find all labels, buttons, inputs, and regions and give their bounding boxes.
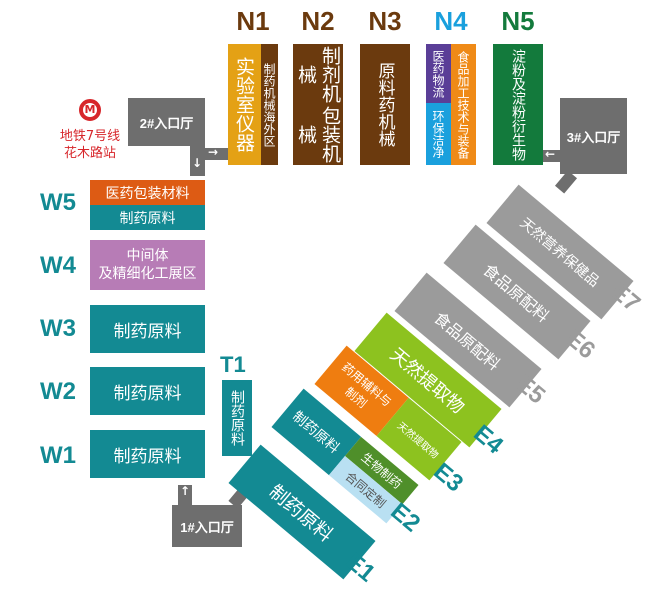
hall-n2-zone-formulation: 制剂机械 — [295, 45, 341, 103]
arrow-up-icon: ↑ — [180, 484, 191, 498]
hall-n1-zone-lab-instruments[interactable]: 实验室仪器 — [228, 44, 261, 165]
hall-n3-zone-api-machinery[interactable]: 原料药机械 — [360, 44, 410, 165]
arrow-left-icon: ← — [545, 147, 556, 161]
entrance-1-corridor — [178, 485, 192, 505]
hall-n4-zone-logistics[interactable]: 医药物流 — [426, 44, 451, 103]
entrance-3-hall[interactable]: 3#入口厅 — [560, 98, 627, 174]
metro-station-label: 地铁7号线 花木路站 — [50, 128, 130, 162]
entrance-2-corridor — [190, 146, 205, 176]
hall-n4-zone-clean[interactable]: 环保洁净 — [426, 103, 451, 165]
hall-label-w1: W1 — [40, 442, 76, 469]
hall-n2[interactable]: 包装机械 制剂机械 — [293, 44, 343, 165]
hall-label-w4: W4 — [40, 252, 76, 279]
hall-label-n3: N3 — [368, 6, 402, 36]
entrance-2-hall[interactable]: 2#入口厅 — [128, 98, 205, 146]
hall-label-w2: W2 — [40, 378, 76, 405]
hall-w5-zone-packaging[interactable]: 医药包装材料 — [90, 180, 205, 205]
hall-w2-zone-api[interactable]: 制药原料 — [90, 367, 205, 415]
entrance-3-corridor — [543, 150, 560, 162]
arrow-down-icon: ↓ — [192, 156, 203, 170]
hall-w3-zone-api[interactable]: 制药原料 — [90, 305, 205, 353]
hall-w1-zone-api[interactable]: 制药原料 — [90, 430, 205, 478]
hall-w4-zone-intermediates[interactable]: 中间体 及精细化工展区 — [90, 240, 205, 290]
hall-label-n5: N5 — [501, 6, 535, 36]
hall-label-n1: N1 — [236, 6, 270, 36]
arrow-right-icon: → — [208, 145, 219, 159]
hall-n1-zone-overseas[interactable]: 制药机械海外区 — [261, 44, 278, 165]
metro-station: 花木路站 — [63, 146, 116, 161]
entrance-1-hall[interactable]: 1#入口厅 — [172, 505, 242, 547]
hall-label-n2: N2 — [301, 6, 335, 36]
metro-line: 地铁7号线 — [59, 129, 121, 144]
hall-n2-zone-packaging: 包装机械 — [295, 106, 341, 164]
hall-w5-zone-api[interactable]: 制药原料 — [90, 205, 205, 230]
hall-label-t1: T1 — [220, 352, 246, 377]
hall-n4-zone-food-tech[interactable]: 食品加工技术与装备 — [451, 44, 476, 165]
entrance-2-corridor-right — [205, 148, 228, 160]
hall-label-w3: W3 — [40, 315, 76, 342]
hall-label-w5: W5 — [40, 189, 76, 216]
metro-icon: M — [79, 99, 101, 121]
hall-label-n4: N4 — [434, 6, 468, 36]
hall-n5-zone-starch[interactable]: 淀粉及淀粉衍生物 — [493, 44, 543, 165]
hall-t1-zone-api[interactable]: 制药原料 — [222, 380, 252, 456]
